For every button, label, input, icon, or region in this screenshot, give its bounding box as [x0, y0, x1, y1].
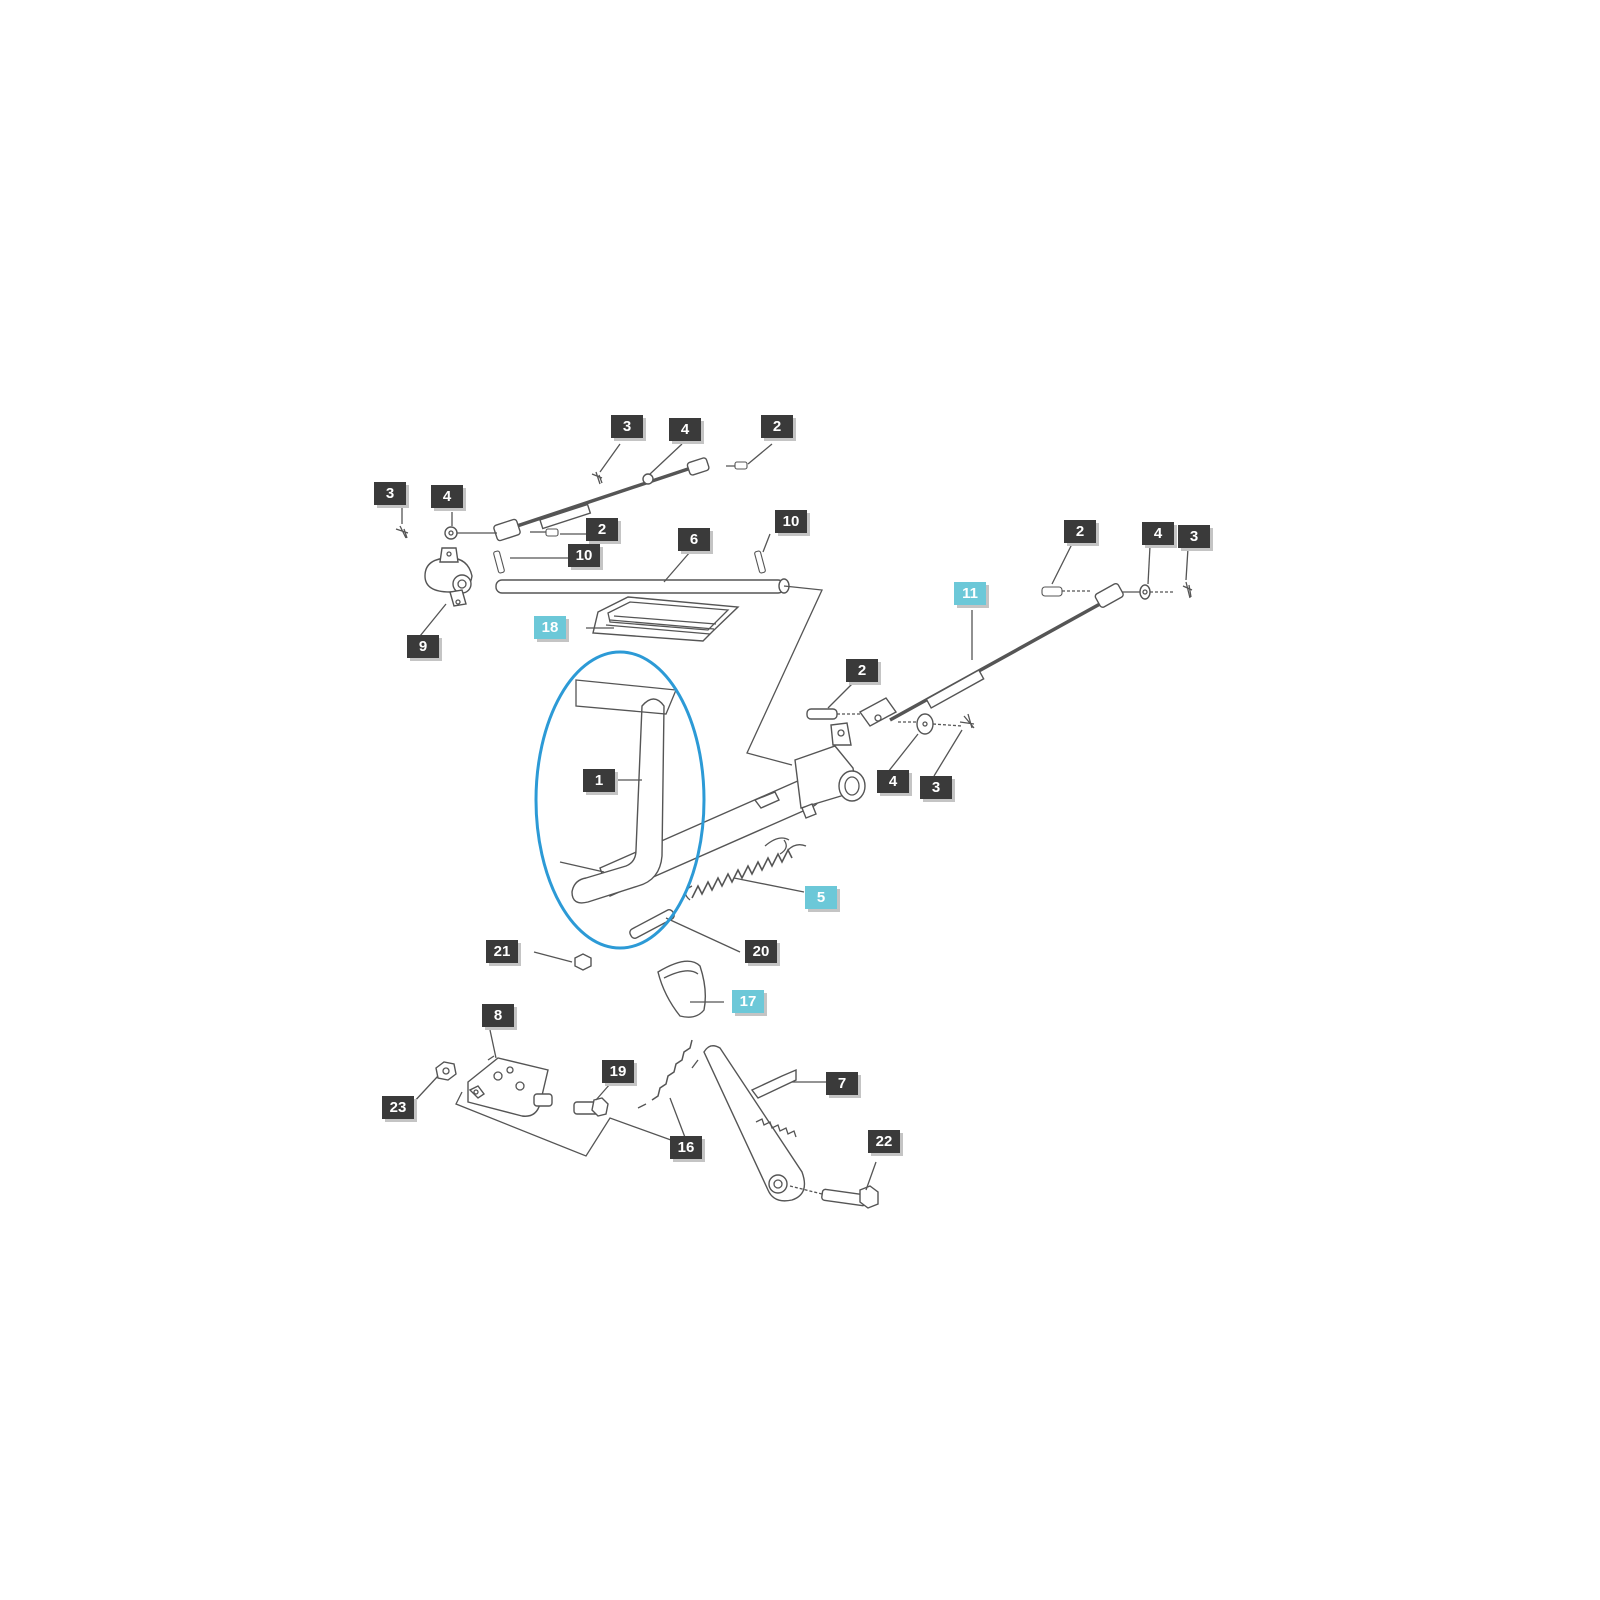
highlight-ellipse [534, 650, 706, 950]
part-label-21[interactable]: 21 [486, 940, 518, 963]
leader-lines [401, 443, 1189, 1191]
part-label-10[interactable]: 10 [568, 544, 600, 567]
part-label-2[interactable]: 2 [761, 415, 793, 438]
part-label-4[interactable]: 4 [669, 418, 701, 441]
part-label-22[interactable]: 22 [868, 1130, 900, 1153]
part-label-7[interactable]: 7 [826, 1072, 858, 1095]
part-label-3[interactable]: 3 [374, 482, 406, 505]
ratchet-spring [637, 1039, 699, 1109]
cotter-pin-left [395, 525, 409, 539]
pedal-grip [657, 960, 707, 1018]
roll-pin-left [493, 550, 505, 574]
part-label-17[interactable]: 17 [732, 990, 764, 1013]
part-label-4[interactable]: 4 [431, 485, 463, 508]
shoulder-bolt [573, 1097, 609, 1117]
left-bracket [424, 547, 473, 607]
cotter-pin-lower [959, 713, 975, 729]
pedal-arm [559, 679, 677, 904]
part-label-11[interactable]: 11 [954, 582, 986, 605]
part-label-23[interactable]: 23 [382, 1096, 414, 1119]
part-label-3[interactable]: 3 [1178, 525, 1210, 548]
cotter-pin-top [591, 471, 603, 485]
part-label-2[interactable]: 2 [586, 518, 618, 541]
part-label-9[interactable]: 9 [407, 635, 439, 658]
ratchet-lever [703, 1045, 806, 1202]
part-label-16[interactable]: 16 [670, 1136, 702, 1159]
cross-shaft [495, 578, 790, 594]
part-label-6[interactable]: 6 [678, 528, 710, 551]
part-label-8[interactable]: 8 [482, 1004, 514, 1027]
hex-bolt [789, 1185, 879, 1209]
hex-nut [435, 1061, 457, 1081]
part-label-4[interactable]: 4 [1142, 522, 1174, 545]
clevis-pin-lower [806, 708, 862, 720]
spring-pin [629, 909, 675, 939]
part-label-5[interactable]: 5 [805, 886, 837, 909]
upper-linkage-rod [444, 457, 748, 542]
part-label-1[interactable]: 1 [583, 769, 615, 792]
foot-pad [592, 596, 740, 642]
right-linkage-rod [858, 582, 1175, 727]
part-label-2[interactable]: 2 [1064, 520, 1096, 543]
part-label-19[interactable]: 19 [602, 1060, 634, 1083]
part-label-18[interactable]: 18 [534, 616, 566, 639]
pivot-bracket [467, 1055, 553, 1117]
part-label-20[interactable]: 20 [745, 940, 777, 963]
part-label-2[interactable]: 2 [846, 659, 878, 682]
washer-lower [898, 713, 963, 735]
part-label-3[interactable]: 3 [920, 776, 952, 799]
small-nut [574, 953, 592, 971]
part-label-10[interactable]: 10 [775, 510, 807, 533]
part-label-4[interactable]: 4 [877, 770, 909, 793]
part-label-3[interactable]: 3 [611, 415, 643, 438]
cotter-pin-right [1182, 581, 1193, 599]
roll-pin-right [754, 550, 766, 574]
